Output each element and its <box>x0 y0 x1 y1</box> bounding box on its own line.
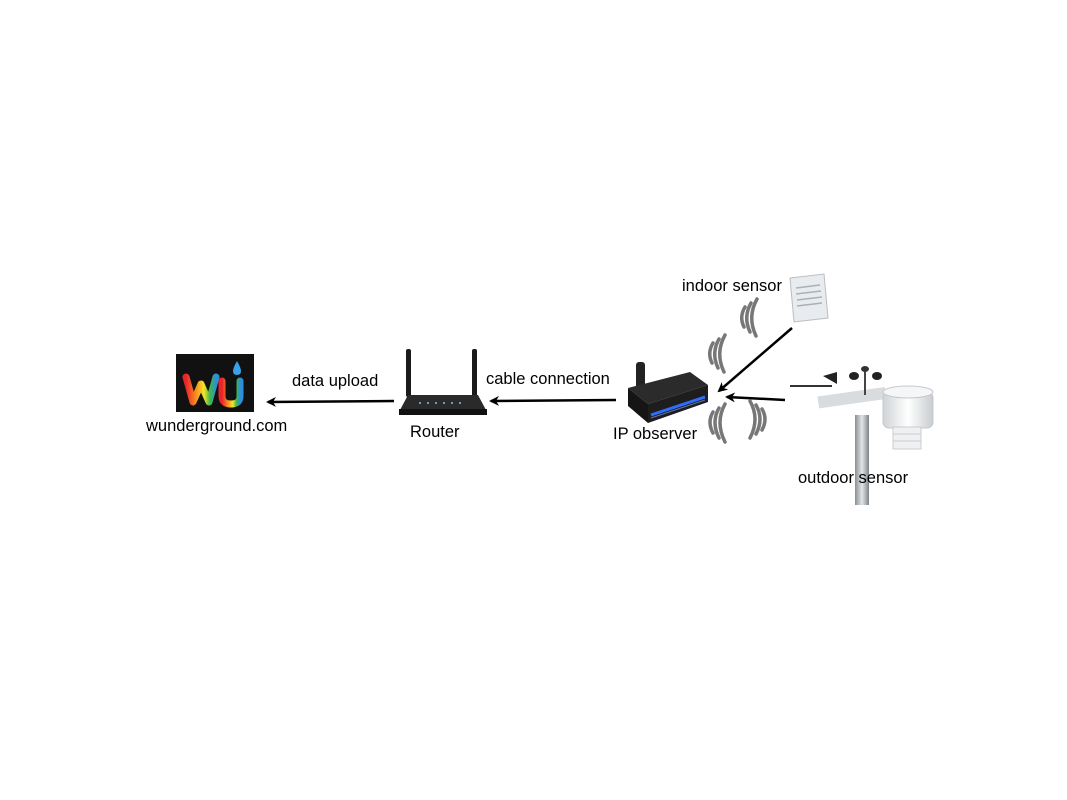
arrow-indoor <box>717 327 793 393</box>
label-ip-observer: IP observer <box>613 425 698 443</box>
outdoor-sensor-icon <box>790 366 934 505</box>
label-indoor-sensor: indoor sensor <box>682 277 782 295</box>
label-cable-connection: cable connection <box>486 370 610 388</box>
ip-observer-icon <box>628 362 708 423</box>
arrow-cable <box>489 395 617 406</box>
label-website: wunderground.com <box>146 417 288 435</box>
water-drop-icon <box>233 361 241 375</box>
label-router: Router <box>410 423 460 441</box>
label-outdoor-sensor: outdoor sensor <box>798 469 909 487</box>
router-icon <box>399 349 487 415</box>
arrow-outdoor <box>725 392 786 403</box>
label-data-upload: data upload <box>292 372 379 390</box>
arrow-upload <box>266 396 395 407</box>
wunderground-logo <box>176 354 254 412</box>
wifi-signal-icon <box>708 297 767 444</box>
indoor-sensor-icon <box>789 273 829 323</box>
